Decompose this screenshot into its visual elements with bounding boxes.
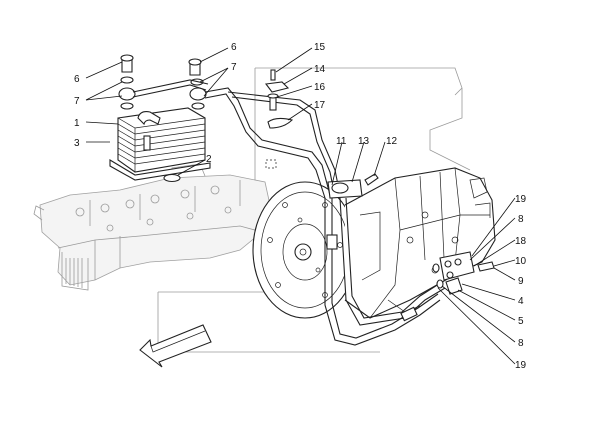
seal-ring (163, 173, 181, 183)
line-connector-lower (400, 306, 418, 322)
cooler-bolt (143, 135, 151, 151)
callout-16: 16 (314, 82, 326, 93)
callout-2: 2 (206, 154, 212, 165)
line-bracket (327, 173, 379, 199)
callout-13: 13 (358, 136, 370, 147)
callout-11: 11 (336, 136, 347, 147)
callout-8-bottom: 8 (518, 338, 524, 349)
oil-cooler (109, 107, 211, 181)
callout-5: 5 (518, 316, 524, 327)
direction-arrow (139, 324, 212, 368)
gearbox-housing (252, 167, 496, 319)
callout-labels: 1 2 3 4 5 6 6 7 7 8 8 9 10 11 12 13 14 1… (74, 42, 527, 371)
callout-17: 17 (314, 100, 326, 111)
clip-assembly (264, 69, 294, 169)
callout-6-left: 6 (74, 74, 80, 85)
oil-lines (132, 79, 446, 346)
callout-7-right: 7 (231, 62, 237, 73)
leader-lines (85, 47, 516, 365)
callout-8-top: 8 (518, 214, 524, 225)
callout-19-bottom: 19 (515, 360, 527, 371)
callout-6-right: 6 (231, 42, 237, 53)
callout-9: 9 (518, 276, 524, 287)
callout-3: 3 (74, 138, 80, 149)
banjo-fittings (118, 54, 207, 110)
callout-19-top: 19 (515, 194, 527, 205)
callout-12: 12 (386, 136, 398, 147)
line-connector (326, 234, 338, 250)
cooler-pipe-elbow (137, 111, 161, 126)
callout-7-left: 7 (74, 96, 80, 107)
callout-14: 14 (314, 64, 326, 75)
engine-block-ghost (33, 163, 271, 291)
callout-4: 4 (518, 296, 524, 307)
callout-10: 10 (515, 256, 527, 267)
right-fittings (432, 251, 495, 295)
callout-1: 1 (74, 118, 80, 129)
callout-15: 15 (314, 42, 326, 53)
callout-18: 18 (515, 236, 527, 247)
